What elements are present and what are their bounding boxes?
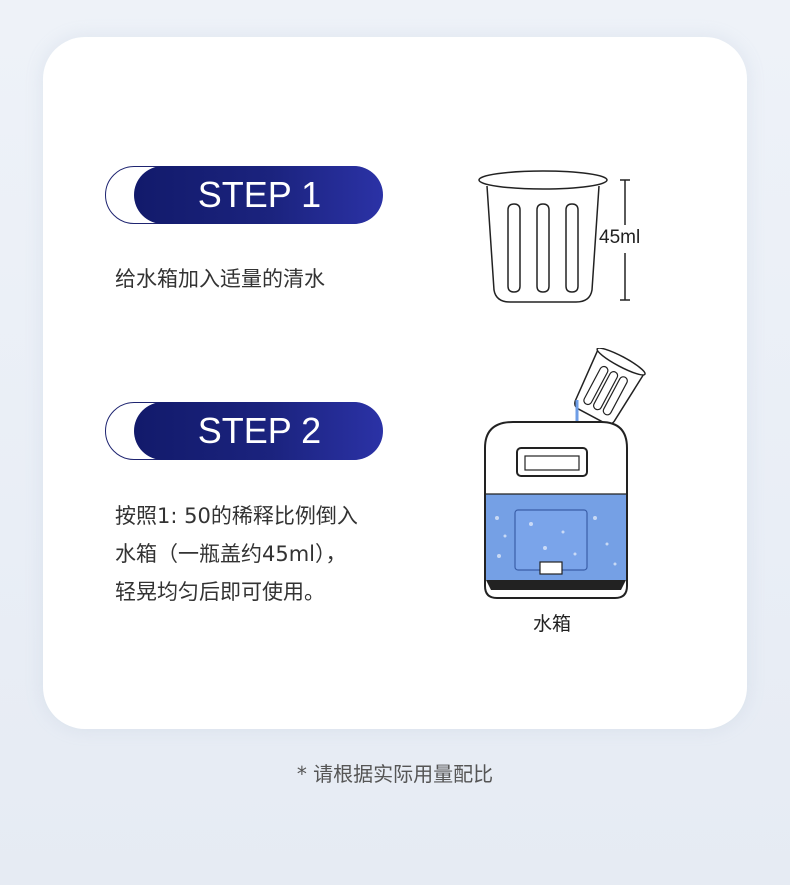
dosage-footnote: * 请根据实际用量配比 — [296, 762, 494, 786]
step-1-line-1: 给水箱加入适量的清水 — [115, 267, 325, 291]
step-2-badge: STEP 2 — [105, 401, 383, 460]
step-2-badge-label: STEP 2 — [197, 409, 322, 451]
step-1-badge-fill: STEP 1 — [134, 165, 383, 224]
step-2-badge-fill: STEP 2 — [134, 401, 383, 460]
step-2-description: 按照1: 50的稀释比例倒入 水箱（一瓶盖约45ml）， 轻晃均匀后即可使用。 — [115, 497, 358, 611]
step-1-badge: STEP 1 — [105, 165, 383, 224]
step-1-badge-label: STEP 1 — [197, 173, 322, 215]
step-2-line-3: 轻晃均匀后即可使用。 — [115, 580, 325, 604]
water-tank-pouring-icon — [484, 348, 646, 599]
water-tank-label: 水箱 — [533, 613, 572, 635]
cup-volume-label: 45ml — [599, 227, 641, 248]
step-2-line-2: 水箱（一瓶盖约45ml）， — [115, 542, 347, 566]
step-1-description: 给水箱加入适量的清水 — [115, 260, 325, 298]
measuring-cup-icon — [478, 170, 650, 303]
step-2-line-1: 按照1: 50的稀释比例倒入 — [115, 504, 358, 528]
